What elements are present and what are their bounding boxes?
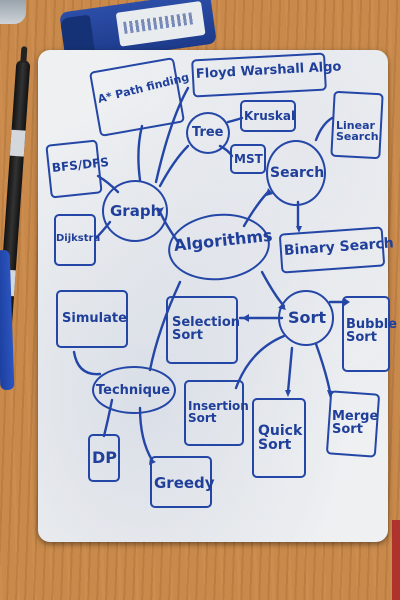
jar-lid: [0, 0, 26, 24]
bubble-sort-box: [342, 296, 390, 372]
selection-sort-label: Selection Sort: [172, 315, 241, 343]
graph-ellipse: [102, 180, 168, 242]
red-strip: [392, 520, 400, 600]
selection-sort-box: [166, 296, 238, 364]
insertion-sort-label: Insertion Sort: [188, 399, 249, 425]
simulate-box: [56, 290, 128, 348]
kruskal-label: Kruskal: [244, 109, 296, 123]
greedy-box: [150, 456, 212, 508]
sort-ellipse: [278, 290, 334, 346]
technique-ellipse: [92, 366, 176, 414]
sort-label: Sort: [288, 308, 327, 327]
insertion-sort-box: [184, 380, 244, 446]
bubble-sort-label: Bubble Sort: [346, 317, 398, 345]
graph-label: Graph: [110, 202, 162, 220]
dp-box: [88, 434, 120, 482]
mst-box: [230, 144, 266, 174]
tree-ellipse: [186, 112, 230, 154]
quick-sort-box: [252, 398, 306, 478]
kruskal-box: [240, 100, 296, 132]
linear-search-label: Linear Search: [336, 119, 379, 143]
simulate-label: Simulate: [62, 311, 127, 326]
dijkstra-label: Dijkstra: [56, 233, 101, 244]
dp-label: DP: [92, 448, 118, 467]
greedy-label: Greedy: [154, 474, 215, 492]
quick-sort-label: Quick Sort: [258, 423, 303, 453]
technique-label: Technique: [96, 383, 171, 398]
search-ellipse: [266, 140, 326, 206]
search-label: Search: [270, 165, 325, 181]
mst-label: MST: [234, 152, 263, 166]
merge-sort-label: Merge Sort: [332, 409, 379, 437]
dijkstra-box: [54, 214, 96, 266]
tree-label: Tree: [192, 125, 224, 140]
